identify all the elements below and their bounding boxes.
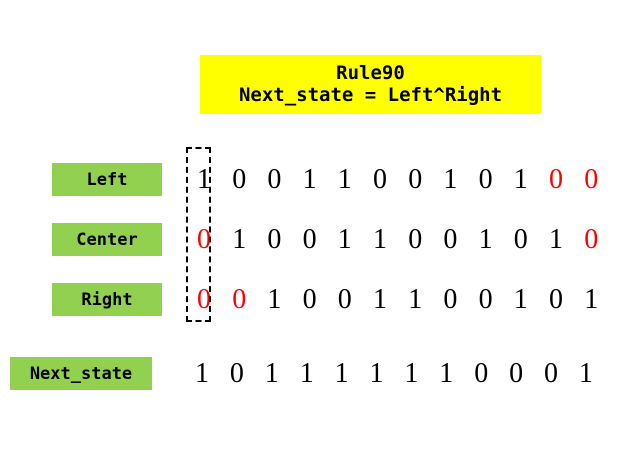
bit-cell: 0 — [443, 284, 458, 315]
bit-cell: 0 — [408, 164, 423, 195]
bit-cell: 1 — [443, 164, 458, 195]
bit-cell: 1 — [337, 164, 352, 195]
bit-cell: 0 — [229, 358, 244, 389]
bit-cell: 1 — [439, 358, 454, 389]
bit-cell: 1 — [578, 358, 593, 389]
bit-cell: 1 — [267, 284, 282, 315]
bit-cell: 0 — [267, 224, 282, 255]
bit-cell: 0 — [478, 284, 493, 315]
bit-cell: 0 — [544, 358, 558, 389]
row-label-right: Right — [52, 283, 162, 316]
bit-cell: 1 — [404, 358, 419, 389]
bit-cell: 1 — [513, 164, 528, 195]
bit-cell: 0 — [584, 224, 599, 255]
bit-cell: 0 — [478, 164, 493, 195]
bit-cell: 1 — [337, 224, 352, 255]
bit-cell: 0 — [549, 284, 563, 315]
bit-cell: 1 — [513, 284, 528, 315]
bit-cell: 0 — [408, 224, 423, 255]
row-label-center: Center — [52, 223, 162, 256]
bit-cell: 1 — [302, 164, 317, 195]
bit-cell: 0 — [549, 164, 563, 195]
bit-cell: 1 — [408, 284, 423, 315]
bit-cell: 1 — [549, 224, 563, 255]
bit-cell: 1 — [373, 224, 387, 255]
bit-cell: 1 — [197, 164, 211, 195]
row-label-left: Left — [52, 163, 162, 196]
bit-cell: 0 — [337, 284, 352, 315]
bit-cell: 0 — [584, 164, 599, 195]
bit-cell: 0 — [443, 224, 458, 255]
bit-cell: 0 — [197, 284, 211, 315]
bit-cell: 1 — [264, 358, 279, 389]
bit-cell: 0 — [302, 284, 317, 315]
bit-cell: 0 — [509, 358, 524, 389]
bit-cell: 0 — [513, 224, 528, 255]
rule-formula: Next_state = Left^Right — [238, 83, 503, 106]
bit-cell: 1 — [584, 284, 599, 315]
bit-cell: 1 — [232, 224, 247, 255]
bit-cell: 1 — [373, 284, 387, 315]
row-label-next_state: Next_state — [10, 357, 152, 390]
bit-cell: 1 — [369, 358, 384, 389]
rule-name: Rule90 — [336, 62, 405, 85]
bit-cell: 0 — [197, 224, 211, 255]
bit-cell: 0 — [267, 164, 282, 195]
bit-cell: 1 — [195, 358, 209, 389]
bit-cell: 1 — [299, 358, 314, 389]
bit-cell: 0 — [302, 224, 317, 255]
title-banner: Rule90 Next_state = Left^Right — [200, 55, 541, 114]
bit-cell: 1 — [334, 358, 349, 389]
bit-cell: 1 — [478, 224, 493, 255]
bit-cell: 0 — [232, 284, 247, 315]
bit-cell: 0 — [474, 358, 489, 389]
bit-cell: 0 — [373, 164, 387, 195]
bit-cell: 0 — [232, 164, 247, 195]
